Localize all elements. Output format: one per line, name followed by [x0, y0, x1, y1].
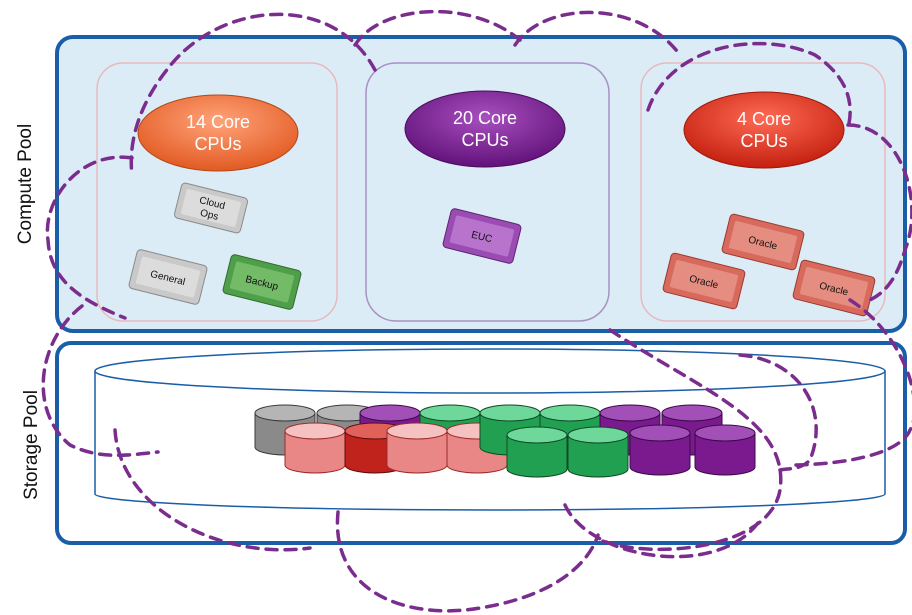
vm-tile-oracle-1: Oracle	[721, 213, 805, 271]
cpu-label-2-line2: CPUs	[461, 130, 508, 150]
cpu-label-1-line2: CPUs	[194, 134, 241, 154]
vm-tile-cloud-ops: Cloud Ops	[174, 182, 248, 234]
disk-cylinder	[567, 426, 629, 478]
cpu-ellipse-3	[683, 91, 845, 169]
cpu-ellipse-1	[137, 94, 299, 172]
cpu-label-2-line1: 20 Core	[453, 108, 517, 128]
cpu-label-3-line2: CPUs	[740, 131, 787, 151]
disk-group	[254, 404, 756, 478]
disk-cylinder	[629, 424, 691, 476]
vm-tile-backup: Backup	[222, 254, 302, 310]
vm-label-cloud-ops-line2: Ops	[199, 208, 219, 223]
disk-cylinder	[694, 424, 756, 476]
compute-pool-label: Compute Pool	[15, 124, 36, 244]
storage-pool-label: Storage Pool	[21, 390, 42, 500]
vm-label-euc: EUC	[470, 230, 493, 246]
vm-tile-oracle-2: Oracle	[662, 252, 746, 310]
cpu-ellipse-2	[404, 90, 566, 168]
cpu-label-3-line1: 4 Core	[737, 109, 791, 129]
disk-cylinder	[386, 422, 448, 474]
cloud-outline	[41, 9, 912, 613]
disk-cylinder	[284, 422, 346, 474]
vm-tile-euc: EUC	[442, 208, 522, 264]
cpu-label-1-line1: 14 Core	[186, 112, 250, 132]
disk-cylinder	[506, 426, 568, 478]
vm-tile-general: General	[128, 249, 208, 305]
